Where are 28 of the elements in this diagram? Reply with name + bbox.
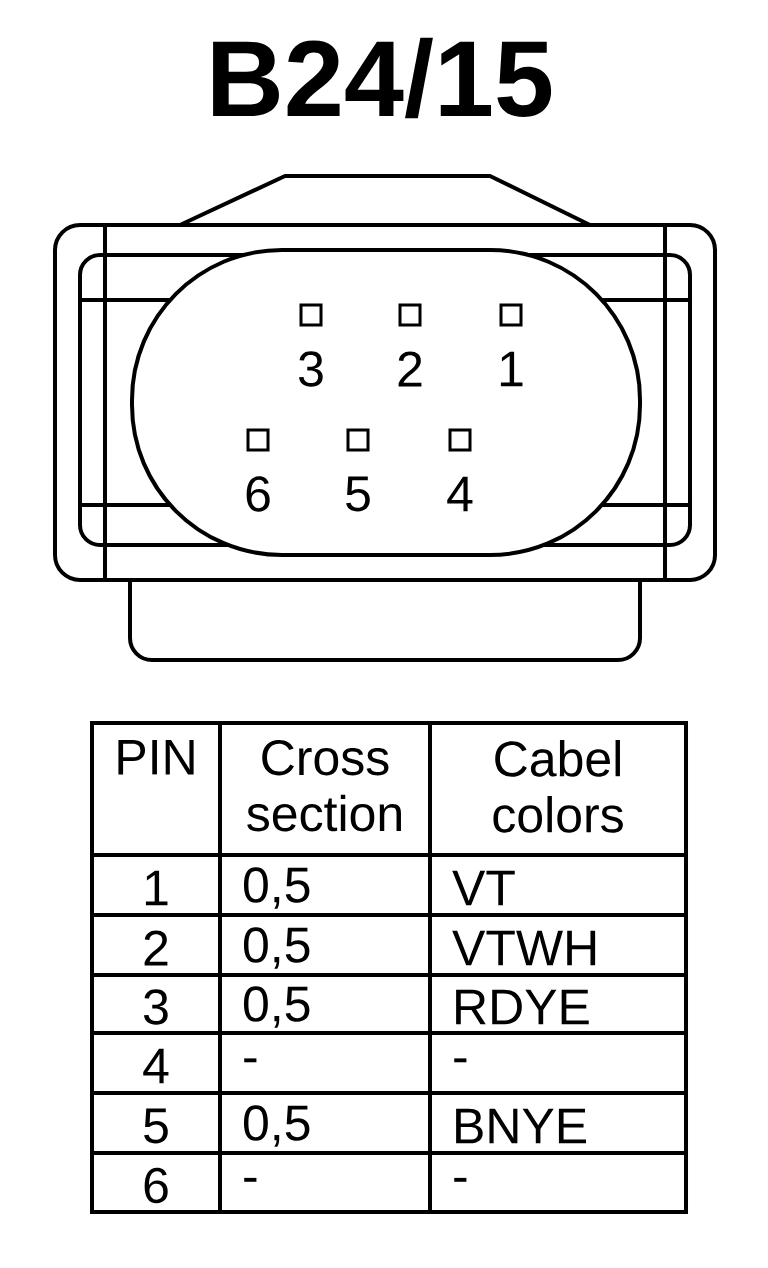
cell-text: - — [454, 1177, 467, 1182]
cell-text: 0,5 — [243, 867, 310, 909]
header-text: Cabel colors — [493, 740, 623, 833]
cell-text: 4 — [143, 1048, 169, 1084]
header-text: PIN — [118, 740, 194, 775]
cell-text: 0,5 — [243, 1105, 310, 1147]
cell-text: BNYE — [456, 1108, 586, 1144]
cell-text: RDYE — [456, 989, 589, 1025]
cell-text: 2 — [144, 930, 168, 966]
cell-text: - — [244, 1058, 257, 1063]
pin-number: 4 — [447, 476, 473, 512]
pin-number: 5 — [346, 476, 370, 512]
cell-text: 0,5 — [243, 927, 310, 969]
pin-number: 6 — [246, 476, 270, 512]
cell-text: VTWH — [452, 930, 596, 966]
pin-number: 1 — [500, 351, 523, 387]
pin-number: 2 — [398, 351, 422, 387]
cell-text: - — [454, 1058, 467, 1063]
cell-text: 1 — [145, 870, 168, 906]
pin-number: 3 — [299, 351, 323, 387]
cell-text: 5 — [144, 1108, 168, 1144]
cell-text: 6 — [144, 1167, 168, 1204]
cell-text: VT — [452, 870, 515, 906]
header-text: Cross section — [247, 740, 401, 832]
cell-text: - — [244, 1177, 257, 1182]
cell-text: 3 — [144, 989, 168, 1025]
cell-text: 0,5 — [243, 986, 310, 1028]
title: B24/15 — [213, 37, 552, 119]
